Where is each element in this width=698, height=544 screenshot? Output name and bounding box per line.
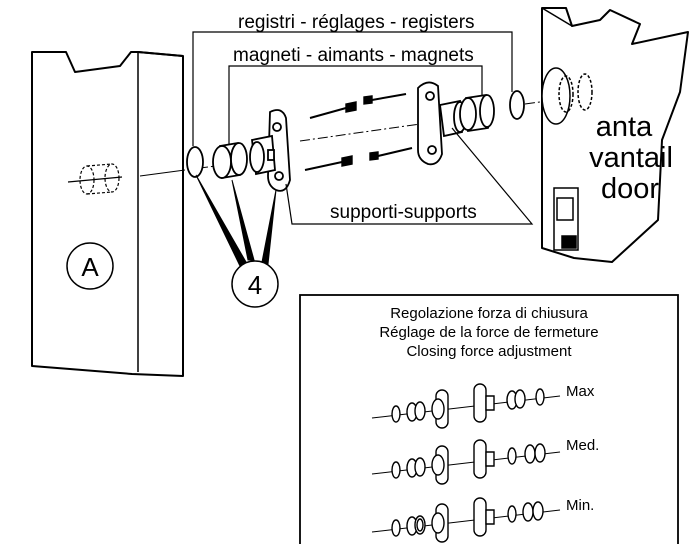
screws-right [363, 93, 413, 161]
row-register-disc [507, 505, 517, 523]
support-right [417, 81, 467, 166]
row-magnet-end [514, 389, 526, 409]
supports-label: supporti-supports [330, 202, 477, 223]
row-magnet [522, 502, 534, 522]
level-med-label: Med. [566, 437, 599, 454]
adjustment-title-fr: Réglage de la force de fermeture [379, 324, 598, 341]
row-register-disc [391, 461, 401, 479]
left-panel-a [31, 51, 184, 377]
row-magnet-end [534, 443, 546, 463]
part-a-label: A [81, 252, 99, 282]
row-support-hub [431, 512, 445, 534]
register-disc-right [509, 90, 525, 120]
row-support-hub [485, 395, 495, 411]
adjustment-row-min [371, 497, 561, 543]
part-a-callout: A [66, 242, 114, 290]
adjustment-title-it: Regolazione forza di chiusura [390, 305, 588, 322]
level-max-label: Max [566, 383, 595, 400]
callout-lines [192, 31, 534, 225]
row-register-disc-extra [416, 518, 424, 532]
adjustment-box [299, 294, 679, 544]
support-left [249, 109, 291, 192]
screws-left [304, 101, 357, 171]
row-support-hub [431, 454, 445, 476]
adjustment-row-max [371, 383, 561, 429]
row-register-disc [535, 388, 545, 406]
row-register-disc [391, 405, 401, 423]
adjustment-row-med [371, 439, 561, 485]
row-magnet-end [532, 501, 544, 521]
row-axis [371, 395, 561, 419]
row-magnet [524, 444, 536, 464]
row-magnet-end [414, 401, 426, 421]
adjustment-title-en: Closing force adjustment [406, 343, 572, 360]
part-4-callout: 4 [231, 260, 279, 308]
row-support [473, 383, 487, 423]
central-axis [139, 93, 601, 177]
part-4-leaders [195, 174, 277, 267]
door-label-fr: vantail [589, 142, 673, 174]
level-min-label: Min. [566, 497, 594, 514]
row-support [473, 497, 487, 537]
row-register-disc [507, 447, 517, 465]
magnet-right [459, 94, 495, 133]
row-support-hub [431, 398, 445, 420]
register-disc-left [186, 146, 204, 178]
left-panel-seat [67, 163, 123, 195]
row-support-hub [485, 451, 495, 467]
door-label-en: door [601, 173, 659, 205]
door-label-it: anta [596, 111, 653, 143]
magnets-label: magneti - aimants - magnets [233, 45, 474, 66]
registers-label: registri - réglages - registers [238, 12, 475, 33]
row-support-hub [485, 509, 495, 525]
adjustment-rows [371, 383, 561, 543]
part-4-label: 4 [248, 270, 262, 300]
row-register-disc [391, 519, 401, 537]
door-hinge-detail [553, 187, 579, 251]
magnet-left [212, 142, 248, 180]
row-support [473, 439, 487, 479]
door-magnet-seat [541, 67, 593, 125]
row-magnet-end [414, 457, 426, 477]
